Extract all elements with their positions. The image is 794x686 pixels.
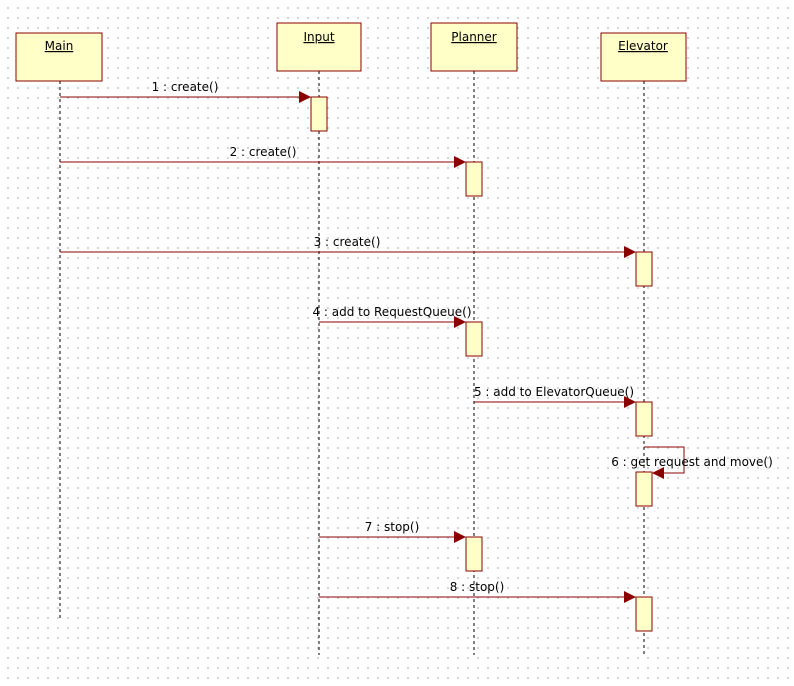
message-2-label: 2 : create() [230,145,297,159]
activation-planner-4[interactable] [465,321,483,357]
lifeline-input[interactable]: Input [276,22,362,655]
activation-input-1[interactable] [310,96,328,132]
message-8-arrowhead [624,591,636,603]
message-8-label: 8 : stop() [450,580,505,594]
message-2-arrowhead [454,156,466,168]
activation-elevator-3[interactable] [635,251,653,287]
message-6-label: 6 : get request and move() [611,455,773,469]
lifeline-input-box[interactable] [276,22,362,72]
lifeline-input-label: Input [303,30,334,44]
message-6[interactable]: 6 : get request and move() [611,446,773,479]
message-1[interactable]: 1 : create() [60,80,311,103]
lifeline-main-label: Main [45,39,74,53]
message-6-arrowhead [652,467,664,479]
message-7[interactable]: 7 : stop() [319,520,466,543]
message-3-label: 3 : create() [314,235,381,249]
message-5-label: 5 : add to ElevatorQueue() [474,385,634,399]
activation-elevator-5[interactable] [635,401,653,437]
message-4-arrowhead [454,316,466,328]
lifeline-elevator-label: Elevator [618,39,668,53]
lifeline-planner-label: Planner [451,30,497,44]
message-1-arrowhead [299,91,311,103]
message-3[interactable]: 3 : create() [60,235,636,258]
message-4-label: 4 : add to RequestQueue() [312,305,471,319]
message-4[interactable]: 4 : add to RequestQueue() [312,305,472,328]
lifeline-planner-box[interactable] [430,22,518,72]
lifeline-main[interactable]: Main [15,32,103,620]
message-3-arrowhead [624,246,636,258]
message-8[interactable]: 8 : stop() [319,580,636,603]
activation-planner-7[interactable] [465,536,483,572]
message-5[interactable]: 5 : add to ElevatorQueue() [474,385,636,408]
message-6-line [644,446,685,474]
activation-planner-2[interactable] [465,161,483,197]
lifeline-elevator[interactable]: Elevator [600,32,687,655]
activation-elevator-8[interactable] [635,596,653,632]
lifeline-main-box[interactable] [15,32,103,82]
message-7-arrowhead [454,531,466,543]
message-2[interactable]: 2 : create() [60,145,466,168]
activation-elevator-6[interactable] [635,471,653,507]
message-7-label: 7 : stop() [365,520,420,534]
lifeline-elevator-box[interactable] [600,32,687,82]
message-5-arrowhead [624,396,636,408]
message-1-label: 1 : create() [152,80,219,94]
